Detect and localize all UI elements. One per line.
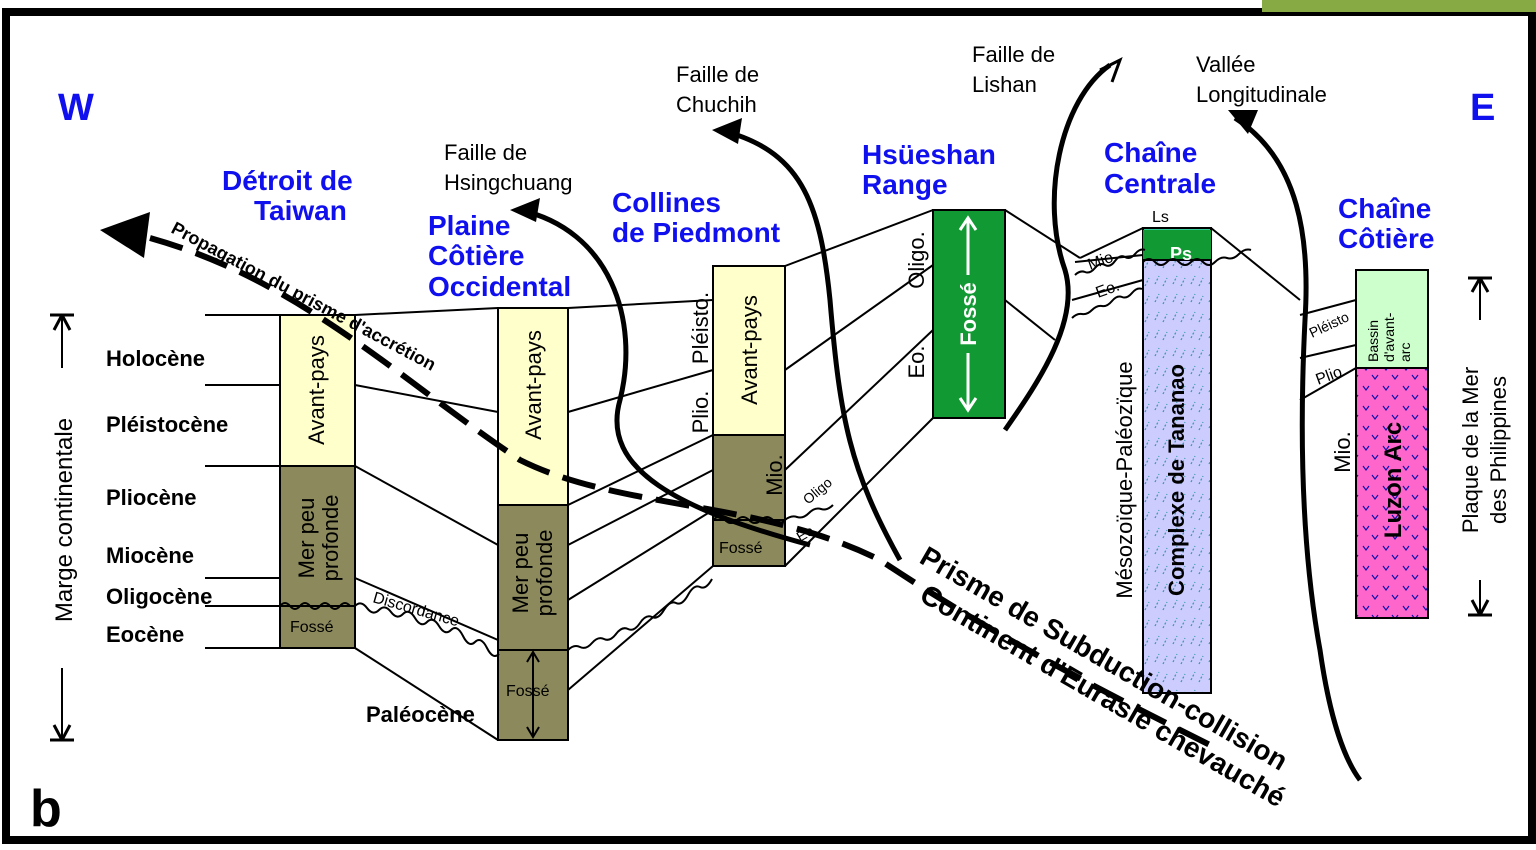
taiwan-strait-title-b: Taiwan bbox=[254, 195, 347, 226]
tananao-label: Complexe de Tananao bbox=[1164, 364, 1189, 596]
continent-label: Continent d'Eurasie chevauché bbox=[915, 578, 1291, 813]
panel-letter: b bbox=[30, 780, 62, 838]
longitudinal-valley-fault bbox=[1233, 115, 1363, 782]
age-holocene: Holocène bbox=[106, 346, 205, 371]
lishan-fault bbox=[1002, 62, 1112, 432]
margin-label: Marge continentale bbox=[51, 418, 78, 622]
luzon-arc-label: Luzon Arc bbox=[1380, 422, 1407, 538]
oligo-label-4: Oligo. bbox=[904, 231, 929, 288]
shallow-sea-label-1a: Mer peu bbox=[294, 498, 319, 579]
forearc-label-a: Bassin bbox=[1365, 320, 1381, 362]
region-titles: Détroit de Taiwan Plaine Côtière Occiden… bbox=[222, 137, 1434, 302]
prism-label: Prisme de Subduction-collision bbox=[915, 540, 1293, 776]
chuchih-fault bbox=[719, 127, 903, 562]
column-piedmont: Avant-pays Mio. Fossé Plio. Pléisto. Oli… bbox=[688, 265, 835, 567]
plio-label-3: Plio. bbox=[688, 391, 713, 434]
shallow-sea-label-2a: Mer peu bbox=[508, 533, 533, 614]
foreland-label-1: Avant-pays bbox=[304, 335, 329, 445]
ls-label: Ls bbox=[1152, 209, 1169, 226]
lishan-label-a: Faille de bbox=[972, 42, 1055, 67]
west-label: W bbox=[58, 87, 94, 129]
correlation-lines bbox=[205, 209, 1357, 741]
top-right-image-fragment bbox=[1262, 0, 1536, 12]
mio-label-6: Mio. bbox=[1330, 431, 1355, 473]
shallow-sea-label-2b: profonde bbox=[532, 530, 557, 617]
longitudinal-valley-label-a: Vallée bbox=[1196, 52, 1256, 77]
eo-label-5: Eo. bbox=[1094, 278, 1122, 302]
meso-paleozoic-label: Mésozoïque-Paléozïque bbox=[1112, 361, 1137, 598]
column-coastal-plain: Avant-pays Mer peu profonde Fossé bbox=[497, 307, 569, 741]
column-central-range: Ls Ps Complexe de Tananao Mésozoïque-Pal… bbox=[1086, 209, 1212, 694]
shallow-sea-label-1b: profonde bbox=[318, 495, 343, 582]
chuchih-label-a: Faille de bbox=[676, 62, 759, 87]
central-range-title-a: Chaîne bbox=[1104, 137, 1197, 168]
coastal-plain-title-a: Plaine bbox=[428, 210, 510, 241]
hsingchuang-label-b: Hsingchuang bbox=[444, 170, 572, 195]
forearc-label-b: d'avant- bbox=[1381, 312, 1397, 362]
age-eocene: Eocène bbox=[106, 622, 184, 647]
ps-label: Ps bbox=[1170, 244, 1192, 264]
unconformity-label: Discordance bbox=[371, 590, 461, 631]
oligo-label-3: Oligo bbox=[800, 474, 835, 507]
hsueshan-title-b: Range bbox=[862, 169, 948, 200]
east-label: E bbox=[1470, 87, 1495, 129]
plate-label-b: des Philippines bbox=[1486, 376, 1511, 524]
central-range-title-b: Centrale bbox=[1104, 168, 1216, 199]
age-oligocene: Oligocène bbox=[106, 584, 212, 609]
coastal-range-title-b: Côtière bbox=[1338, 223, 1434, 254]
plio-label-6: Plio bbox=[1314, 364, 1345, 389]
longitudinal-valley-label-b: Longitudinale bbox=[1196, 82, 1327, 107]
graben-label-3: Fossé bbox=[719, 540, 763, 557]
mio-label-3: Mio. bbox=[762, 454, 787, 496]
graben-label-4: Fossé bbox=[956, 282, 981, 346]
eo-label-4: Eo. bbox=[904, 345, 929, 378]
pleisto-label-6: Pléisto bbox=[1307, 308, 1352, 340]
forearc-label-c: arc bbox=[1397, 343, 1413, 362]
piedmont-title-a: Collines bbox=[612, 187, 721, 218]
foreland-label-2: Avant-pays bbox=[521, 330, 546, 440]
age-labels: Holocène Pléistocène Pliocène Miocène Ol… bbox=[106, 346, 475, 727]
unconformity-lines bbox=[279, 248, 1252, 657]
coastal-plain-title-b: Côtière bbox=[428, 240, 524, 271]
plate-arrow: Plaque de la Mer des Philippines bbox=[1458, 276, 1524, 617]
coastal-plain-title-c: Occidental bbox=[428, 271, 571, 302]
column-taiwan-strait: Avant-pays Mer peu profonde Fossé bbox=[279, 314, 356, 649]
column-coastal-range: Bassin d'avant- arc Luzon Arc Pléisto Pl… bbox=[1307, 269, 1429, 619]
frame bbox=[2, 8, 1536, 844]
piedmont-title-b: de Piedmont bbox=[612, 217, 780, 248]
chuchih-label-b: Chuchih bbox=[676, 92, 757, 117]
margin-arrow: Marge continentale bbox=[48, 313, 78, 742]
coastal-range-title-a: Chaîne bbox=[1338, 193, 1431, 224]
pleisto-label-3: Pléisto. bbox=[688, 292, 713, 364]
plate-label-a: Plaque de la Mer bbox=[1458, 367, 1483, 533]
age-miocene: Miocène bbox=[106, 543, 194, 568]
lishan-label-b: Lishan bbox=[972, 72, 1037, 97]
hsingchuang-label-a: Faille de bbox=[444, 140, 527, 165]
fault-labels: Faille de Hsingchuang Faille de Chuchih … bbox=[444, 42, 1327, 195]
age-pleistocene: Pléistocène bbox=[106, 412, 228, 437]
graben-label-1: Fossé bbox=[290, 619, 334, 636]
column-hsueshan: Fossé Oligo. Eo. bbox=[904, 209, 1006, 419]
foreland-label-3: Avant-pays bbox=[737, 295, 762, 405]
hsueshan-title-a: Hsüeshan bbox=[862, 139, 996, 170]
graben-label-2: Fossé bbox=[506, 683, 550, 700]
age-pliocene: Pliocène bbox=[106, 485, 196, 510]
taiwan-strait-title-a: Détroit de bbox=[222, 165, 353, 196]
